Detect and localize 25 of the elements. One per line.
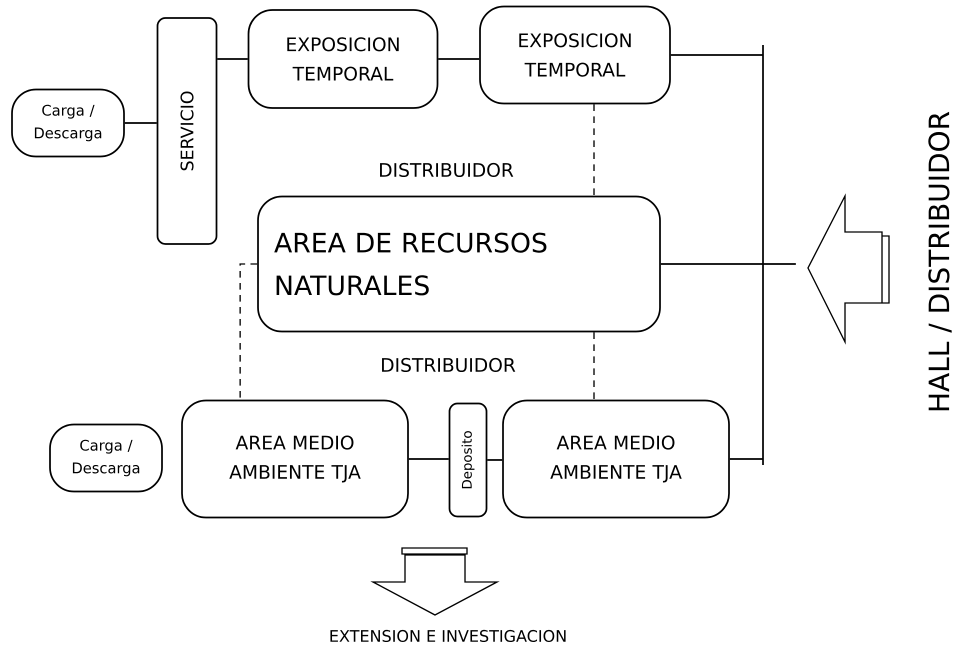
area-label: DISTRIBUIDOR	[382, 358, 516, 372]
connector-line	[124, 122, 157, 124]
process-box: EXPOSICION TEMPORAL	[479, 6, 671, 104]
area-label: DISTRIBUIDOR	[380, 162, 514, 178]
process-box: EXPOSICION TEMPORAL	[248, 9, 438, 109]
area-label: HALL / DISTRIBUIDOR	[928, 112, 952, 410]
process-box: Carga / Descarga	[49, 424, 163, 492]
connector-line	[438, 58, 480, 60]
bus-line	[762, 44, 764, 465]
process-box: Carga / Descarga	[11, 88, 125, 158]
process-box: AREA MEDIO AMBIENTE TJA	[502, 400, 730, 518]
process-box: AREA MEDIO AMBIENTE TJA	[181, 400, 409, 518]
area-label: EXTENSION E INVESTIGACION	[330, 630, 566, 642]
connector-line	[593, 332, 595, 400]
connector-line	[487, 459, 502, 461]
connector-line	[670, 54, 763, 56]
connector-line	[217, 58, 248, 60]
process-box: Deposito	[448, 402, 488, 518]
connector-line	[660, 263, 796, 265]
connector-line	[408, 458, 449, 460]
process-box: AREA DE RECURSOS NATURALES	[257, 196, 661, 332]
connector-line	[593, 104, 595, 196]
process-box: SERVICIO	[156, 17, 218, 245]
connector-line	[730, 458, 763, 460]
connector-line	[239, 263, 258, 400]
